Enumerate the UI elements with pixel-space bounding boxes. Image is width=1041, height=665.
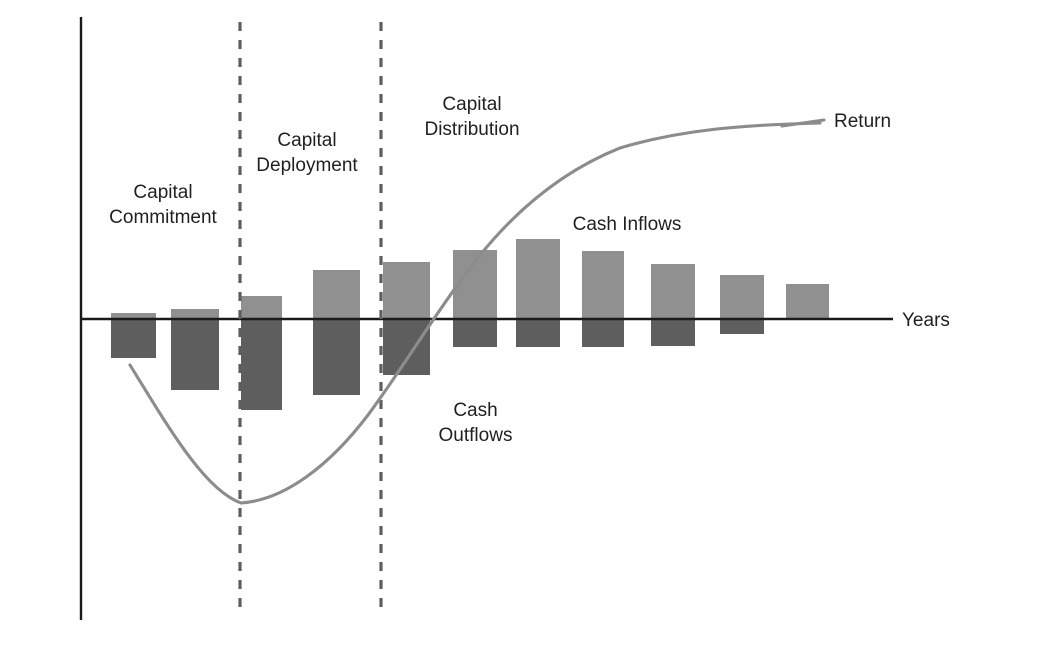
phase-label-capital-deployment: Capital Deployment [256, 130, 358, 176]
annotation-cash-inflows: Cash Inflows [572, 214, 682, 235]
bar-group-5 [383, 262, 430, 375]
bar-inflow-10 [720, 275, 764, 319]
bar-outflow-4 [313, 319, 360, 395]
bar-outflow-1 [111, 319, 156, 358]
bar-inflow-9 [651, 264, 695, 319]
bar-outflow-8 [582, 319, 624, 347]
bar-outflow-2 [171, 319, 219, 390]
bar-group-8 [582, 251, 624, 347]
bar-inflow-8 [582, 251, 624, 319]
axis-label-years: Years [902, 310, 950, 331]
bar-inflow-11 [786, 284, 829, 319]
bar-outflow-3 [241, 319, 282, 410]
bar-group-9 [651, 264, 695, 346]
bar-group-2 [171, 309, 219, 390]
bar-inflow-1 [111, 313, 156, 319]
bar-outflow-10 [720, 319, 764, 334]
return-curve [128, 121, 822, 505]
bar-outflow-9 [651, 319, 695, 346]
annotation-return: Return [834, 111, 892, 132]
annotation-cash-outflows: Cash Outflows [438, 400, 513, 446]
phase-label-capital-commitment: Capital Commitment [109, 182, 217, 228]
bar-group-7 [516, 239, 560, 347]
bar-group-6 [453, 250, 497, 347]
bar-inflow-3 [241, 296, 282, 319]
phase-label-capital-distribution: Capital Distribution [424, 94, 520, 140]
bar-inflow-2 [171, 309, 219, 319]
bar-group-10 [720, 275, 764, 334]
bar-outflow-5 [383, 319, 430, 375]
bar-inflow-4 [313, 270, 360, 319]
bar-inflow-5 [383, 262, 430, 319]
bar-group-1 [111, 313, 156, 358]
bar-outflow-6 [453, 319, 497, 347]
bar-group-3 [241, 296, 282, 410]
bar-group-11 [786, 284, 829, 319]
bar-group-4 [313, 270, 360, 395]
bars-group [111, 239, 829, 410]
bar-outflow-7 [516, 319, 560, 347]
bar-inflow-7 [516, 239, 560, 319]
return-leader-line [780, 118, 826, 128]
